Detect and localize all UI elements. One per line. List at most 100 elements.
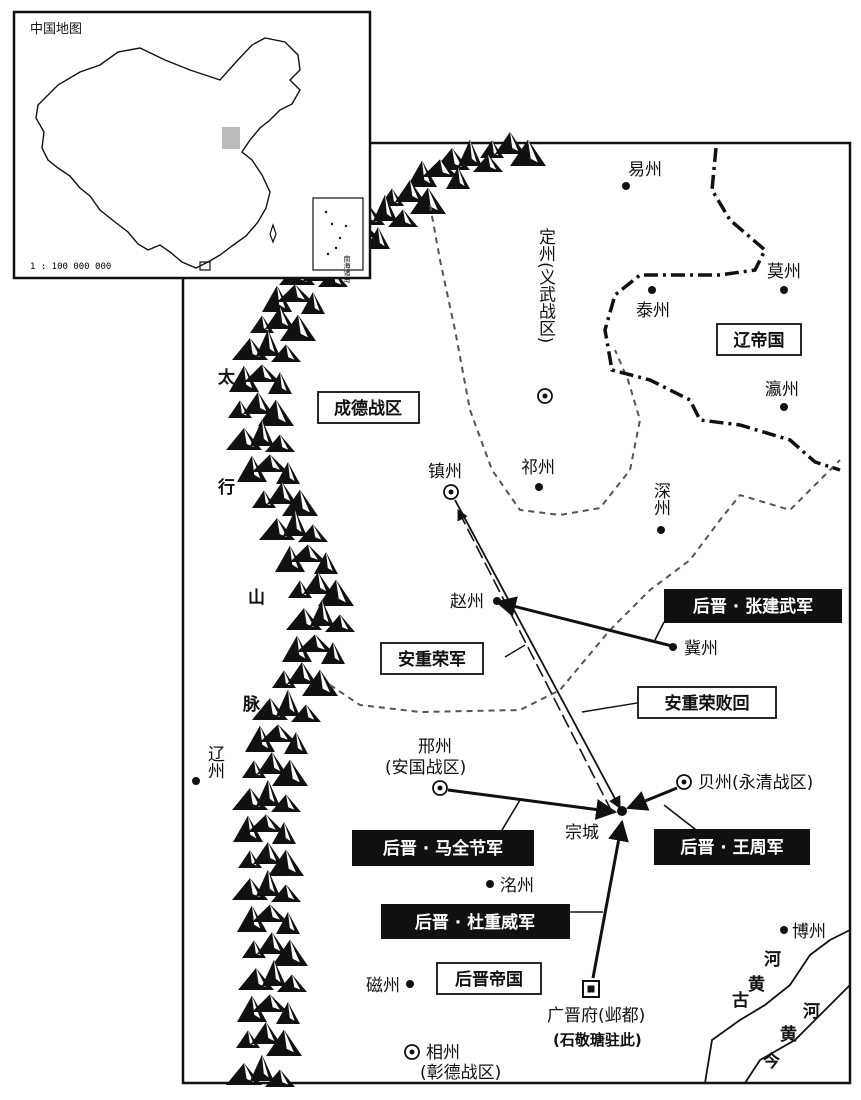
xiangzhou-label: 相州: [426, 1043, 460, 1063]
mountain-peak-highlight: [378, 227, 385, 246]
mountain-peak-highlight: [300, 489, 310, 513]
mountain-peak: [510, 139, 546, 166]
mountain-peak: [373, 194, 397, 221]
mountain-peak: [310, 599, 334, 626]
mountain-peak: [458, 139, 482, 166]
mountain-peak: [272, 939, 308, 966]
mountain-peak-highlight: [290, 545, 299, 569]
mountain-peak-highlight: [284, 670, 291, 686]
taiwan-outline: [269, 223, 277, 244]
mountain-peak: [302, 669, 338, 696]
mountain-peak-highlight: [240, 400, 247, 416]
mountain-peak-highlight: [288, 912, 295, 931]
yingzhou-dot: [780, 403, 788, 411]
mountain-peak-highlight: [254, 760, 261, 776]
mountain-peak-highlight: [290, 939, 300, 963]
mountain-peak-highlight: [298, 314, 308, 338]
yingzhou-label: 瀛州: [765, 379, 799, 400]
wang-pointer: [663, 804, 701, 834]
mountain-peak-highlight: [470, 139, 477, 163]
china-outline: [35, 37, 301, 269]
shenzhou-label: 深州: [650, 482, 671, 516]
bozhou-dot: [780, 926, 788, 934]
mountain-peak: [303, 572, 333, 594]
mountain-peak: [283, 509, 307, 536]
mountain-peak-highlight: [252, 455, 261, 479]
south-sea-islands: [324, 210, 348, 256]
mountain-char-2: 行: [217, 477, 235, 498]
mountain-peak: [366, 227, 390, 249]
mountain-peak-highlight: [300, 580, 307, 596]
taihang-mountain-range: [226, 132, 546, 1087]
mountain-peak: [407, 160, 437, 187]
mountain-peak-highlight: [262, 315, 269, 331]
mountain-peak-highlight: [422, 160, 431, 184]
mountain-peak: [271, 344, 301, 362]
ancient-river-char-3: 古: [732, 990, 749, 1011]
mountain-peak: [410, 187, 446, 214]
mountain-peak: [495, 132, 525, 154]
mountain-peak-highlight: [254, 940, 261, 956]
mountain-peak-highlight: [336, 579, 346, 603]
mountain-peak-highlight: [284, 1029, 294, 1053]
mozhou-dot: [780, 286, 788, 294]
mountain-peak: [268, 849, 304, 876]
mountain-peak-highlight: [306, 704, 315, 720]
mountain-peak-highlight: [250, 850, 257, 866]
modern-river-char-2: 黄: [780, 1024, 797, 1045]
mountain-peak: [252, 454, 288, 472]
mountain-peak: [290, 544, 326, 562]
mountain-peak: [318, 579, 354, 606]
zhenzhou-capital-symbol: [443, 484, 459, 500]
inset-scale: 1 : 100 000 000: [30, 262, 111, 272]
qizhou-label: 祁州: [521, 458, 555, 478]
mountain-peak-highlight: [272, 752, 281, 771]
modern-river-char-1: 河: [803, 1002, 820, 1022]
taizhou-dot: [648, 286, 656, 294]
mountain-peak-highlight: [252, 995, 261, 1019]
xingzhou-label: 邢州: [418, 737, 452, 757]
mountain-peak: [275, 545, 305, 572]
mountain-char-1: 太: [218, 367, 236, 388]
zhang-army-arrow: [494, 596, 673, 648]
mountain-peak: [473, 154, 503, 172]
mountain-peak: [282, 489, 318, 516]
mountain-peak: [276, 1002, 300, 1024]
mountain-peak-highlight: [250, 788, 260, 807]
mountain-peak-highlight: [278, 724, 288, 740]
mountain-peak-highlight: [440, 159, 450, 175]
wang-army-label: 后晋 · 王周军: [654, 829, 810, 865]
mountain-peak: [395, 180, 425, 202]
liaozhou-dot: [192, 777, 200, 785]
inset-highlight-area: [222, 127, 240, 149]
zhenzhou-label: 镇州: [428, 462, 462, 482]
mountain-peak-highlight: [284, 822, 291, 841]
mountain-peak-highlight: [268, 869, 275, 893]
svg-text:后晋 · 王周军: 后晋 · 王周军: [680, 838, 783, 858]
mountain-peak: [256, 779, 280, 806]
an-defeat-box: 安重荣败回: [637, 686, 777, 719]
mountain-peak: [229, 365, 259, 392]
mountain-peak-highlight: [286, 344, 295, 360]
du-army-arrow: [591, 819, 629, 979]
mountain-peak: [272, 759, 308, 786]
guangjin-label: 广晋府(邺都): [547, 1006, 645, 1026]
mountain-peak: [298, 524, 328, 542]
du-army-label: 后晋 · 杜重威军: [381, 904, 570, 939]
svg-text:安重荣败回: 安重荣败回: [665, 693, 750, 714]
mountain-peak-highlight: [272, 932, 281, 951]
mountain-peak: [276, 689, 300, 716]
mountain-peak-highlight: [326, 552, 333, 571]
an-army-pointer: [504, 644, 526, 658]
mountain-peak-highlight: [280, 307, 289, 326]
zhaozhou-label: 赵州: [450, 592, 484, 612]
liao-border: [603, 147, 841, 472]
mountain-peak-highlight: [286, 884, 295, 900]
mountain-peak: [272, 822, 296, 844]
mountain-peak-highlight: [320, 669, 330, 693]
ancient-yellow-river: [704, 929, 851, 1084]
zongcheng-dot: [617, 806, 627, 816]
chengde-zone-boundary: [329, 459, 841, 714]
mountain-peak-highlight: [528, 139, 538, 163]
